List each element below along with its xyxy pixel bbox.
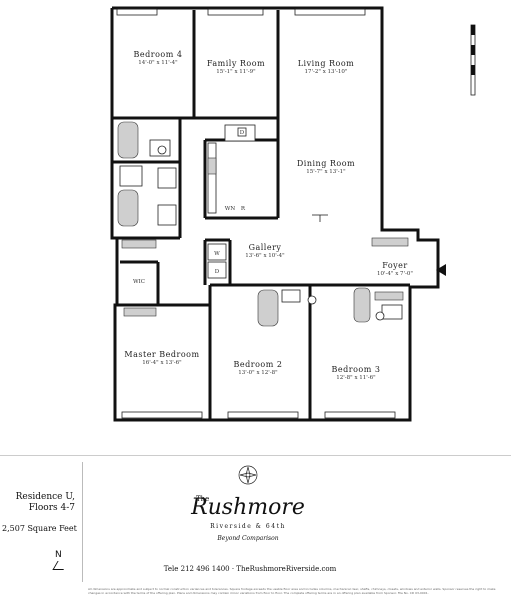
svg-text:Family Room: Family Room (207, 59, 265, 68)
disclaimer: All dimensions are approximate and subje… (88, 587, 496, 595)
refrigerator-label: R (241, 206, 246, 212)
scale-bar-segment (471, 25, 475, 35)
window-band (324, 411, 396, 419)
window-band (294, 8, 366, 16)
logo-subtitle: Riverside & 64th (210, 523, 286, 530)
bathtub (353, 287, 371, 323)
logo-tagline: Beyond Comparison (217, 535, 279, 542)
radiator (121, 239, 157, 249)
scale-bar-segment (471, 65, 475, 75)
svg-text:Bedroom 2: Bedroom 2 (234, 360, 283, 369)
window-band (116, 8, 158, 16)
vanity (381, 304, 403, 320)
kitchen-counter (207, 142, 217, 214)
room-label-bedroom-4: Bedroom 4 14'-0" x 11'-4" (134, 50, 183, 66)
washer-label: W (214, 251, 220, 257)
bathtub (117, 189, 139, 227)
scale-bar (470, 24, 476, 96)
wine-label: WN (225, 206, 236, 212)
svg-text:Foyer: Foyer (382, 261, 408, 270)
svg-text:Bedroom 3: Bedroom 3 (332, 365, 381, 374)
svg-text:Bedroom 4: Bedroom 4 (134, 50, 183, 59)
svg-text:13'-0" x 12'-8": 13'-0" x 12'-8" (238, 370, 277, 376)
wic-label: WIC (133, 279, 145, 285)
footer-divider (0, 455, 511, 456)
room-label-master-bedroom: Master Bedroom 16'-4" x 13'-6" (124, 350, 199, 366)
room-label-bedroom-2: Bedroom 2 13'-0" x 12'-8" (234, 360, 283, 376)
residence-line-2: Floors 4-7 (28, 503, 75, 513)
residence-title: Residence U, Floors 4-7 (13, 492, 75, 514)
radiator (374, 291, 404, 301)
bathtub (117, 121, 139, 159)
residence-line-1: Residence U, (15, 492, 75, 502)
svg-text:15'-7" x 13'-1": 15'-7" x 13'-1" (306, 169, 345, 175)
north-letter: N (55, 550, 62, 560)
radiator (123, 307, 157, 317)
bathtub (257, 289, 279, 327)
vanity (281, 289, 301, 303)
north-indicator: N (52, 550, 69, 570)
window-band (227, 411, 299, 419)
window-band (207, 8, 264, 16)
logo-the: The (196, 495, 210, 503)
cooktop (207, 157, 217, 175)
washer (207, 243, 227, 261)
logo-name: Rushmore (191, 495, 305, 520)
svg-text:13'-6" x 10'-4": 13'-6" x 10'-4" (245, 253, 284, 259)
vanity (157, 204, 177, 226)
toilet (307, 295, 317, 305)
vanity (157, 167, 177, 189)
entry-arrow (436, 264, 446, 276)
radiator (371, 237, 409, 247)
room-label-bedroom-3: Bedroom 3 12'-8" x 11'-6" (332, 365, 381, 381)
exterior-wall (110, 6, 440, 422)
dishwasher-label: D (240, 130, 245, 136)
scale-bar-segment (471, 45, 475, 55)
svg-text:15'-1" x 11'-9": 15'-1" x 11'-9" (216, 69, 255, 75)
logo: The Rushmore Riverside & 64th Beyond Com… (178, 465, 318, 555)
room-label-gallery: Gallery 13'-6" x 10'-4" (245, 243, 284, 259)
contact-line: Tele 212 496 1400 · TheRushmoreRiverside… (163, 565, 337, 573)
room-label-foyer: Foyer 10'-4" x 7'-0" (377, 261, 413, 277)
svg-text:17'-2" x 13'-10": 17'-2" x 13'-10" (305, 69, 348, 75)
svg-text:Dining Room: Dining Room (297, 159, 355, 168)
floor-plan: Bedroom 4 14'-0" x 11'-4" Family Room 15… (110, 6, 476, 422)
window-band (121, 411, 203, 419)
svg-text:Master Bedroom: Master Bedroom (124, 350, 199, 359)
svg-text:10'-4" x 7'-0": 10'-4" x 7'-0" (377, 271, 413, 277)
toilet (157, 145, 167, 155)
shower (119, 165, 143, 187)
room-label-family-room: Family Room 15'-1" x 11'-9" (207, 59, 265, 75)
dryer (207, 261, 227, 279)
svg-text:16'-4" x 13'-6": 16'-4" x 13'-6" (142, 360, 181, 366)
room-label-living-room: Living Room 17'-2" x 13'-10" (298, 59, 355, 75)
toilet (375, 311, 385, 321)
footer (0, 455, 511, 600)
dryer-label: D (215, 269, 220, 275)
dishwasher (237, 127, 247, 137)
square-footage: 2,507 Square Feet (2, 524, 77, 533)
svg-text:14'-0" x 11'-4": 14'-0" x 11'-4" (138, 60, 177, 66)
svg-text:Gallery: Gallery (249, 243, 282, 252)
svg-text:Living Room: Living Room (298, 59, 355, 68)
compass-rose-icon (238, 465, 258, 485)
room-label-dining-room: Dining Room 15'-7" x 13'-1" (297, 159, 355, 175)
vertical-divider (82, 462, 83, 582)
svg-text:12'-8" x 11'-6": 12'-8" x 11'-6" (336, 375, 375, 381)
